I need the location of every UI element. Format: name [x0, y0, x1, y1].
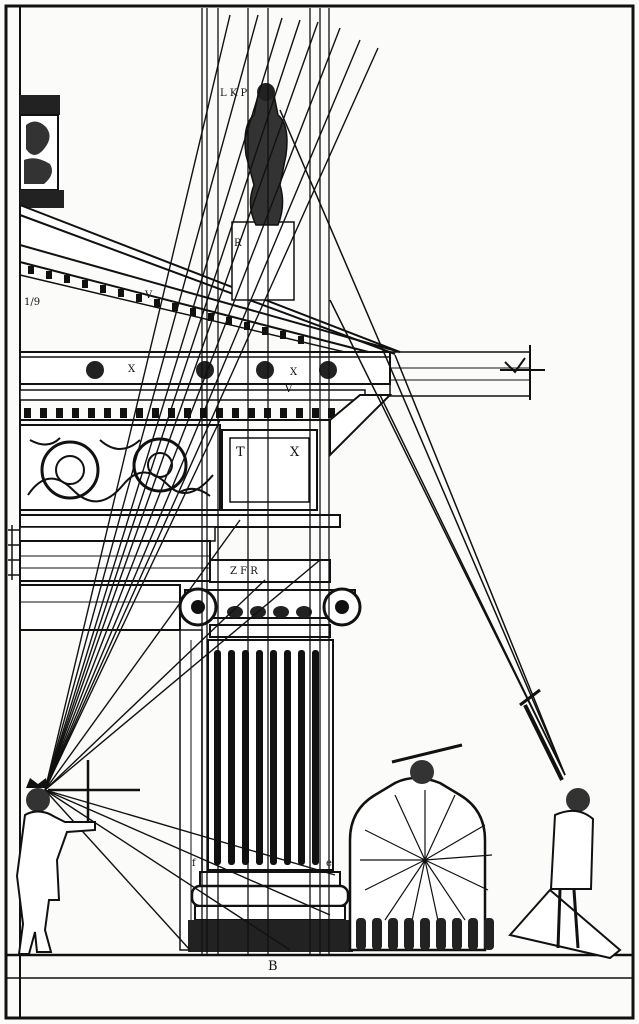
ground-baseline	[6, 953, 633, 979]
left-sight-lines	[44, 14, 379, 951]
scale-marker-right	[500, 345, 545, 400]
right-sight-lines	[279, 109, 566, 776]
capital-letters: Z F R	[230, 566, 258, 577]
scale-label: 1/9	[24, 297, 40, 308]
ionic-capital: Z F R	[178, 559, 362, 638]
pier-panel: T X	[221, 429, 318, 511]
panel-label-t: T	[236, 445, 245, 460]
entablature	[19, 351, 531, 458]
entab-label-v: V	[284, 384, 293, 395]
cornice-label-v: V	[144, 290, 153, 301]
column-label-f: f	[192, 858, 197, 869]
left-observer	[15, 760, 140, 955]
statue-label-base: R	[234, 238, 242, 249]
vertical-projection-lines	[201, 8, 330, 955]
pediment-block	[19, 95, 64, 208]
panel-label-x: X	[290, 445, 300, 460]
sloped-cornice	[19, 203, 401, 359]
cornice-label-x: X	[290, 367, 298, 378]
entab-label-x: X	[128, 364, 136, 375]
left-scale: 1/9	[8, 297, 40, 580]
right-observer	[508, 688, 622, 960]
statue-label-top: L K P	[220, 88, 247, 99]
outer-border	[4, 4, 635, 1020]
column-base	[188, 871, 353, 952]
baseline-label: B	[268, 959, 278, 974]
frieze	[19, 424, 221, 511]
radial-instrument	[348, 743, 494, 952]
